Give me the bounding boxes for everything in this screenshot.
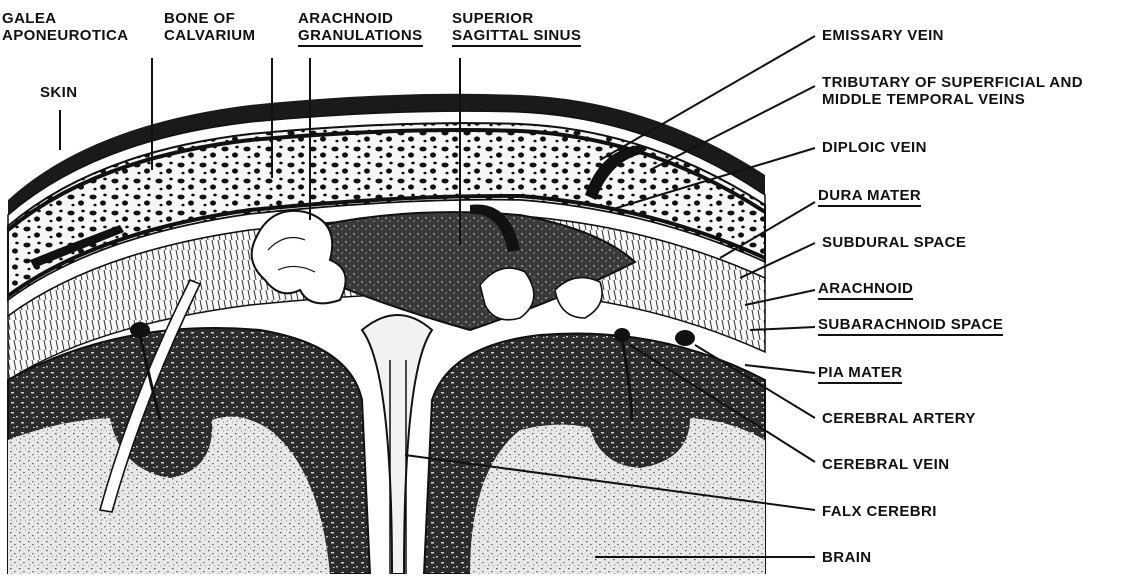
- label-skin: SKIN: [40, 84, 77, 101]
- label-arachnoid-gran-1: ARACHNOID: [298, 10, 393, 27]
- label-cerebral-vein: CEREBRAL VEIN: [822, 456, 949, 473]
- label-falx-cerebri: FALX CEREBRI: [822, 503, 937, 520]
- leader-pia: [745, 365, 815, 373]
- label-subarachnoid-space: SUBARACHNOID SPACE: [818, 316, 1003, 336]
- label-cerebral-artery: CEREBRAL ARTERY: [822, 410, 976, 427]
- label-galea-1: GALEA: [2, 10, 57, 27]
- label-pia-mater: PIA MATER: [818, 364, 902, 384]
- label-arachnoid: ARACHNOID: [818, 280, 913, 300]
- artery-right: [675, 330, 695, 346]
- label-brain: BRAIN: [822, 549, 872, 566]
- falx-cerebri: [362, 315, 432, 574]
- label-bone-2: CALVARIUM: [164, 27, 255, 44]
- label-bone-1: BONE OF: [164, 10, 235, 27]
- label-subdural-space: SUBDURAL SPACE: [822, 234, 966, 251]
- label-galea-2: APONEUROTICA: [2, 27, 128, 44]
- label-diploic-vein: DIPLOIC VEIN: [822, 139, 927, 156]
- label-superior-2: SAGITTAL SINUS: [452, 27, 581, 47]
- label-emissary-vein: EMISSARY VEIN: [822, 27, 944, 44]
- vein-right: [614, 328, 630, 342]
- label-arachnoid-gran-2: GRANULATIONS: [298, 27, 423, 47]
- label-tributary-1: TRIBUTARY OF SUPERFICIAL AND: [822, 74, 1083, 91]
- label-dura-mater: DURA MATER: [818, 187, 921, 207]
- label-superior-1: SUPERIOR: [452, 10, 534, 27]
- label-tributary-2: MIDDLE TEMPORAL VEINS: [822, 91, 1025, 108]
